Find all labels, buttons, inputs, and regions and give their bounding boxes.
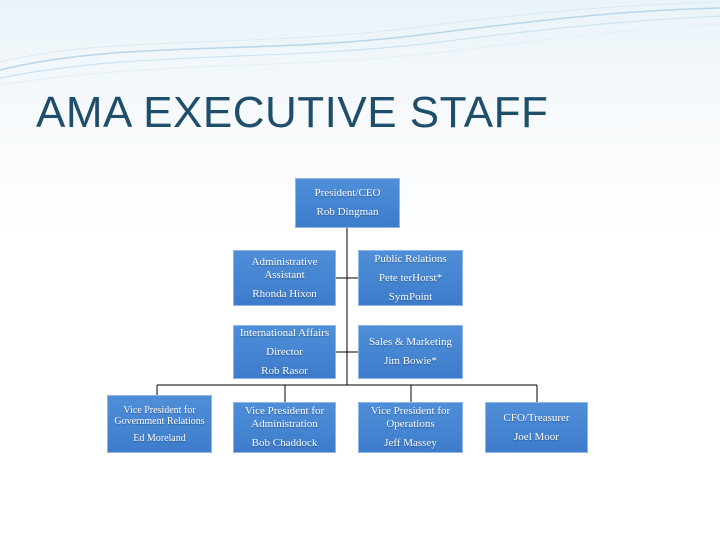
public-relations-role: Public Relations <box>374 252 447 265</box>
public-relations-name-line1: Pete terHorst* <box>378 271 443 284</box>
vp-government-name: Ed Moreland <box>133 432 186 444</box>
box-cfo-treasurer: CFO/Treasurer Joel Moor <box>485 402 588 453</box>
vp-operations-role-line1: Vice President for <box>370 405 451 417</box>
international-affairs-role-line2: Director <box>266 345 303 358</box>
box-president: President/CEO Rob Dingman <box>295 178 400 228</box>
box-vp-administration: Vice President for Administration Bob Ch… <box>233 402 336 453</box>
admin-assistant-role-line1: Administrative <box>251 255 318 268</box>
president-name: Rob Dingman <box>316 206 379 218</box>
decorative-header-waves <box>0 1 720 86</box>
cfo-role: CFO/Treasurer <box>503 411 570 424</box>
sales-marketing-name: Jim Bowie* <box>384 355 437 367</box>
vp-administration-role-line1: Vice President for <box>244 405 325 417</box>
box-administrative-assistant: Administrative Assistant Rhonda Hixon <box>233 250 336 306</box>
admin-assistant-name: Rhonda Hixon <box>252 287 317 300</box>
box-public-relations: Public Relations Pete terHorst* SymPoint <box>358 250 463 306</box>
vp-government-role-line2: Government Relations <box>114 415 205 427</box>
vp-administration-name: Bob Chaddock <box>251 437 318 449</box>
cfo-name: Joel Moor <box>514 430 559 443</box>
sales-marketing-role: Sales & Marketing <box>368 336 453 348</box>
box-vp-operations: Vice President for Operations Jeff Masse… <box>358 402 463 453</box>
box-international-affairs: International Affairs Director Rob Rasor <box>233 325 336 379</box>
international-affairs-name: Rob Rasor <box>261 364 308 377</box>
public-relations-name-line2: SymPoint <box>388 290 433 303</box>
vp-administration-role-line2: Administration <box>251 418 318 430</box>
international-affairs-role-line1: International Affairs <box>239 326 330 339</box>
vp-government-role-line1: Vice President for <box>123 404 196 416</box>
admin-assistant-role-line2: Assistant <box>264 268 305 281</box>
box-sales-marketing: Sales & Marketing Jim Bowie* <box>358 325 463 379</box>
vp-operations-role-line2: Operations <box>386 418 435 430</box>
box-vp-government-relations: Vice President for Government Relations … <box>107 395 212 453</box>
slide-title: AMA EXECUTIVE STAFF <box>36 88 549 137</box>
president-role: President/CEO <box>314 187 381 199</box>
vp-operations-name: Jeff Massey <box>384 437 437 449</box>
